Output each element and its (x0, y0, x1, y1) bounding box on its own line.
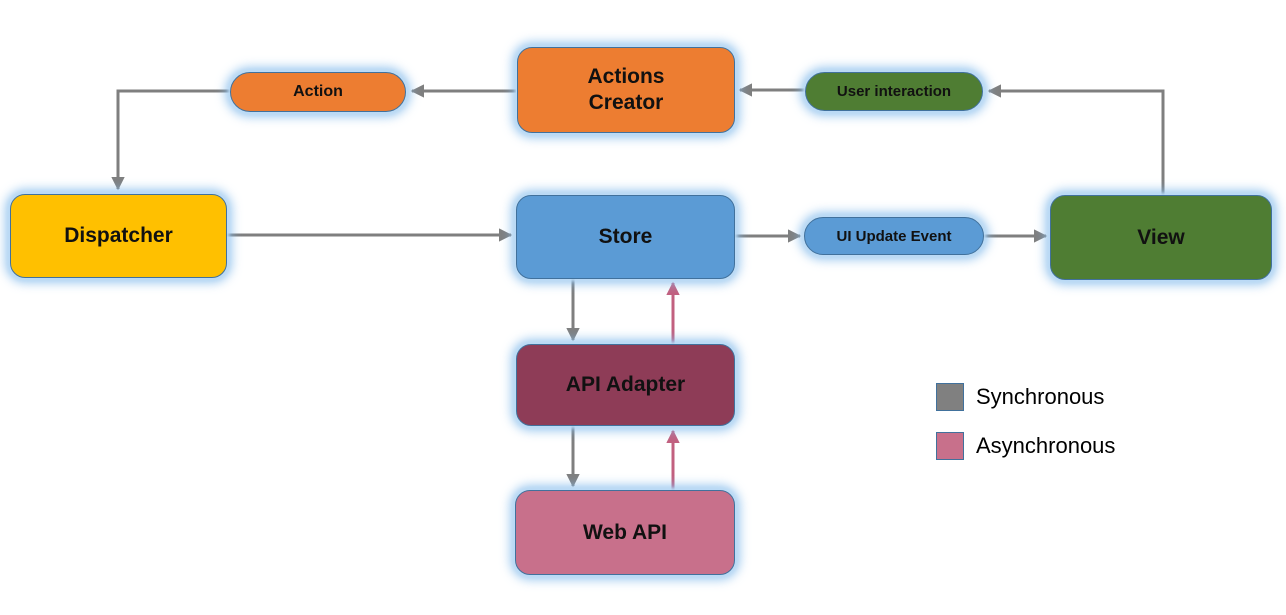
arrow-action-to-dispatcher (111, 89, 230, 191)
node-user-interaction-label: User interaction (836, 83, 952, 100)
node-store: Store (516, 195, 735, 279)
node-view: View (1050, 195, 1272, 280)
legend-label-asynchronous: Asynchronous (976, 433, 1116, 458)
node-web-api-label: Web API (582, 520, 667, 544)
node-ui-update-event: UI Update Event (804, 217, 984, 255)
arrow-view-to-user-interaction (987, 84, 1165, 195)
node-ui-update-event-label: UI Update Event (836, 227, 952, 245)
node-api-adapter: API Adapter (516, 344, 735, 426)
legend-item-asynchronous: Asynchronous (936, 432, 1115, 460)
node-dispatcher-label: Dispatcher (64, 224, 173, 247)
node-dispatcher: Dispatcher (10, 194, 227, 278)
node-web-api: Web API (515, 490, 735, 575)
legend-label-synchronous: Synchronous (976, 384, 1105, 409)
node-action-label: Action (293, 83, 343, 100)
node-view-label: View (1137, 225, 1185, 249)
node-actions-creator-label: Actions Creator (587, 64, 665, 114)
synchronous-swatch (936, 383, 964, 411)
node-store-label: Store (598, 225, 653, 248)
asynchronous-swatch (936, 432, 964, 460)
node-action: Action (230, 72, 406, 112)
legend-item-synchronous: Synchronous (936, 383, 1115, 411)
node-api-adapter-label: API Adapter (565, 373, 686, 396)
legend: Synchronous Asynchronous (936, 383, 1115, 460)
node-user-interaction: User interaction (805, 72, 983, 111)
node-actions-creator: Actions Creator (517, 47, 735, 133)
